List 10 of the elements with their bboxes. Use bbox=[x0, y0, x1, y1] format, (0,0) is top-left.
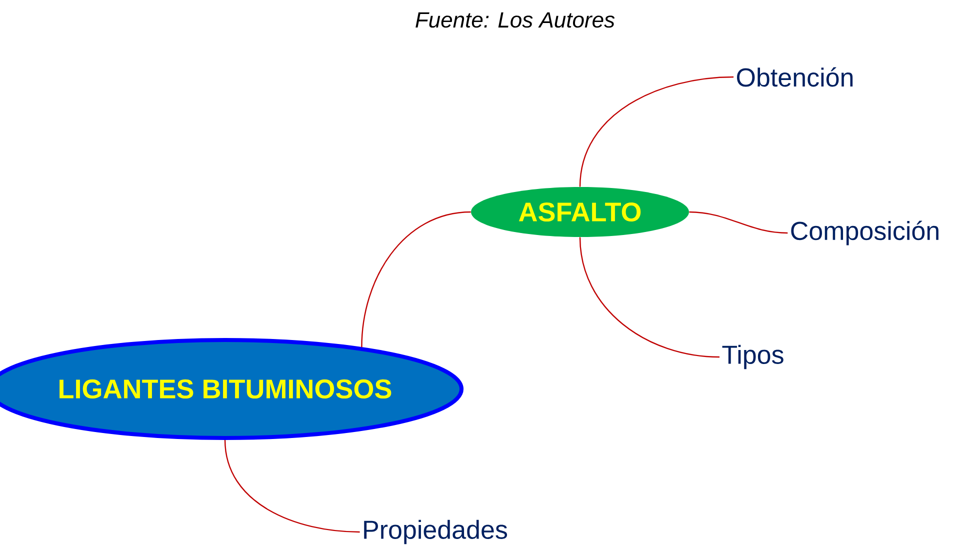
branch-label: Tipos bbox=[722, 344, 784, 370]
caption: Fuente: Los Autores bbox=[416, 12, 615, 28]
connector-line bbox=[579, 76, 734, 187]
branch-label: Obtención bbox=[736, 67, 853, 87]
connector-line bbox=[579, 237, 720, 358]
connector-line bbox=[224, 440, 360, 533]
branch-label: Composición bbox=[791, 220, 938, 246]
branch-label: Propiedades bbox=[364, 520, 508, 544]
connector-line bbox=[361, 211, 471, 348]
connector-line bbox=[689, 211, 788, 234]
